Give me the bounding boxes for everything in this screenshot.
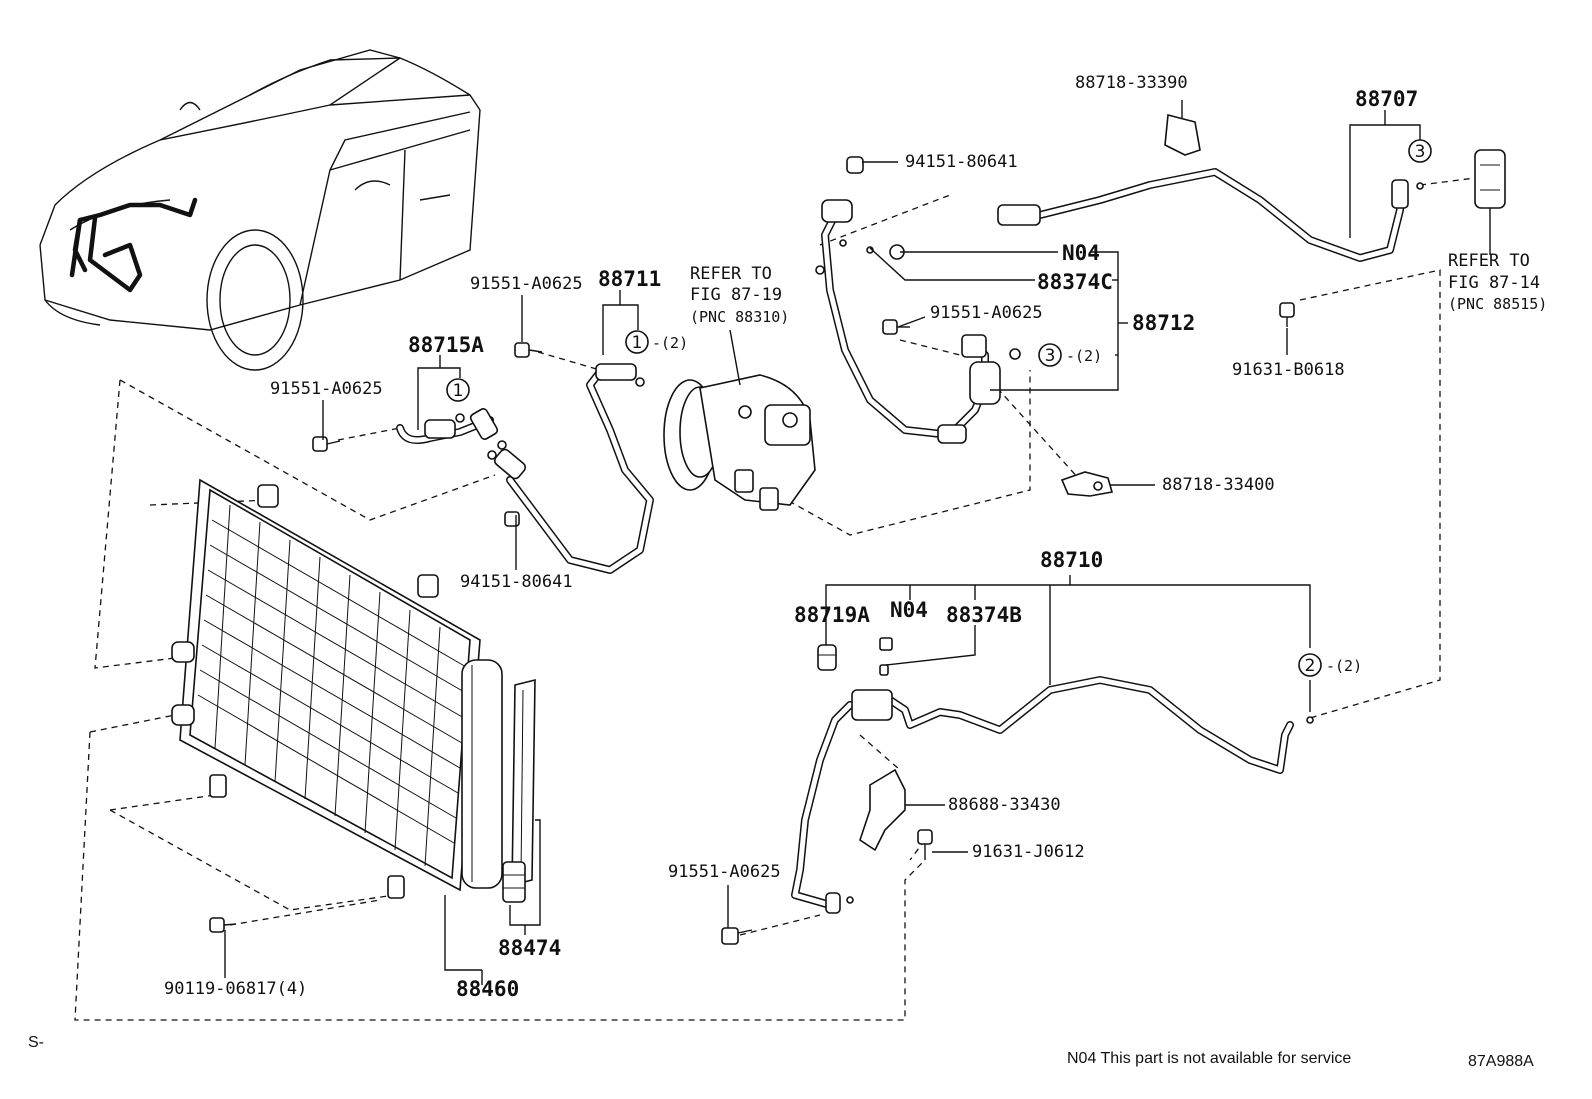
- label-88719A[interactable]: 88719A: [794, 603, 870, 627]
- bolt-icons: [209, 302, 1295, 945]
- ref-fig-87-19-line1[interactable]: REFER TO: [690, 264, 772, 284]
- bracket-88718-33400: [1060, 471, 1114, 497]
- ref-fig-87-19-line3: (PNC 88310): [690, 308, 789, 326]
- label-88688-33430[interactable]: 88688-33430: [948, 795, 1061, 815]
- suction-hose-88715A: [396, 408, 499, 460]
- svg-text:3: 3: [1045, 346, 1056, 366]
- discharge-hose-88711: [493, 363, 654, 574]
- suction-hose-88712: [815, 156, 1021, 444]
- label-88374C[interactable]: 88374C: [1037, 270, 1113, 294]
- callout-3-mid: 3 -(2): [1038, 343, 1102, 367]
- label-n04-b: N04: [890, 598, 928, 622]
- compressor-sketch: [663, 329, 816, 511]
- ref-fig-87-14-line1[interactable]: REFER TO: [1448, 251, 1530, 271]
- label-91631-B0618[interactable]: 91631-B0618: [1232, 360, 1345, 380]
- label-91551-A0625-d[interactable]: 91551-A0625: [668, 862, 781, 882]
- callout-circles: 1 -(2) 1 3 -(2) 3 2 -(2): [446, 139, 1432, 677]
- ref-fig-87-14-line3: (PNC 88515): [1448, 295, 1547, 313]
- tube-88707: [997, 113, 1506, 262]
- label-91631-J0612[interactable]: 91631-J0612: [972, 842, 1085, 862]
- label-88718-33390[interactable]: 88718-33390: [1075, 73, 1188, 93]
- label-88707[interactable]: 88707: [1355, 87, 1418, 111]
- callout-2: 2 -(2): [1298, 653, 1362, 677]
- svg-text:-(2): -(2): [652, 334, 688, 352]
- footer: S- N04 This part is not available for se…: [28, 1034, 1534, 1070]
- label-88460[interactable]: 88460: [456, 977, 519, 1001]
- svg-text:1: 1: [632, 333, 643, 353]
- label-91551-A0625-c[interactable]: 91551-A0625: [930, 303, 1043, 323]
- label-88712[interactable]: 88712: [1132, 311, 1195, 335]
- callout-3-right: 3: [1408, 139, 1432, 163]
- svg-text:-(2): -(2): [1326, 657, 1362, 675]
- label-88710[interactable]: 88710: [1040, 548, 1103, 572]
- label-88474[interactable]: 88474: [498, 936, 561, 960]
- tube-88710: [791, 637, 1314, 914]
- ref-fig-87-14-line2[interactable]: FIG 87-14: [1448, 273, 1540, 293]
- leader-lines: [224, 100, 1491, 985]
- svg-text:-(2): -(2): [1066, 347, 1102, 365]
- part-labels: 88711 88715A 91551-A0625 91551-A0625 941…: [164, 73, 1547, 1001]
- label-88718-33400[interactable]: 88718-33400: [1162, 475, 1275, 495]
- label-91551-A0625-a[interactable]: 91551-A0625: [470, 274, 583, 294]
- n04-footnote: N04 This part is not available for servi…: [1067, 1050, 1351, 1067]
- label-94151-80641-b[interactable]: 94151-80641: [905, 152, 1018, 172]
- svg-text:1: 1: [453, 381, 464, 401]
- callout-1-left: 1: [446, 378, 470, 402]
- vehicle-sketch: [39, 49, 481, 371]
- label-88374B[interactable]: 88374B: [946, 603, 1022, 627]
- label-94151-80641-a[interactable]: 94151-80641: [460, 572, 573, 592]
- svg-text:2: 2: [1305, 656, 1316, 676]
- label-91551-A0625-b[interactable]: 91551-A0625: [270, 379, 383, 399]
- callout-1-top: 1 -(2): [625, 330, 688, 354]
- condenser-88460: [171, 478, 536, 903]
- figure-code: 87A988A: [1468, 1053, 1534, 1070]
- corner-mark: S-: [28, 1034, 44, 1051]
- label-90119-06817[interactable]: 90119-06817(4): [164, 979, 307, 999]
- svg-text:3: 3: [1415, 142, 1426, 162]
- label-88715A[interactable]: 88715A: [408, 333, 484, 357]
- label-88711[interactable]: 88711: [598, 267, 661, 291]
- dashed-reference-lines: [74, 177, 1476, 1021]
- ref-fig-87-19-line2[interactable]: FIG 87-19: [690, 285, 782, 305]
- label-n04-a: N04: [1062, 241, 1100, 265]
